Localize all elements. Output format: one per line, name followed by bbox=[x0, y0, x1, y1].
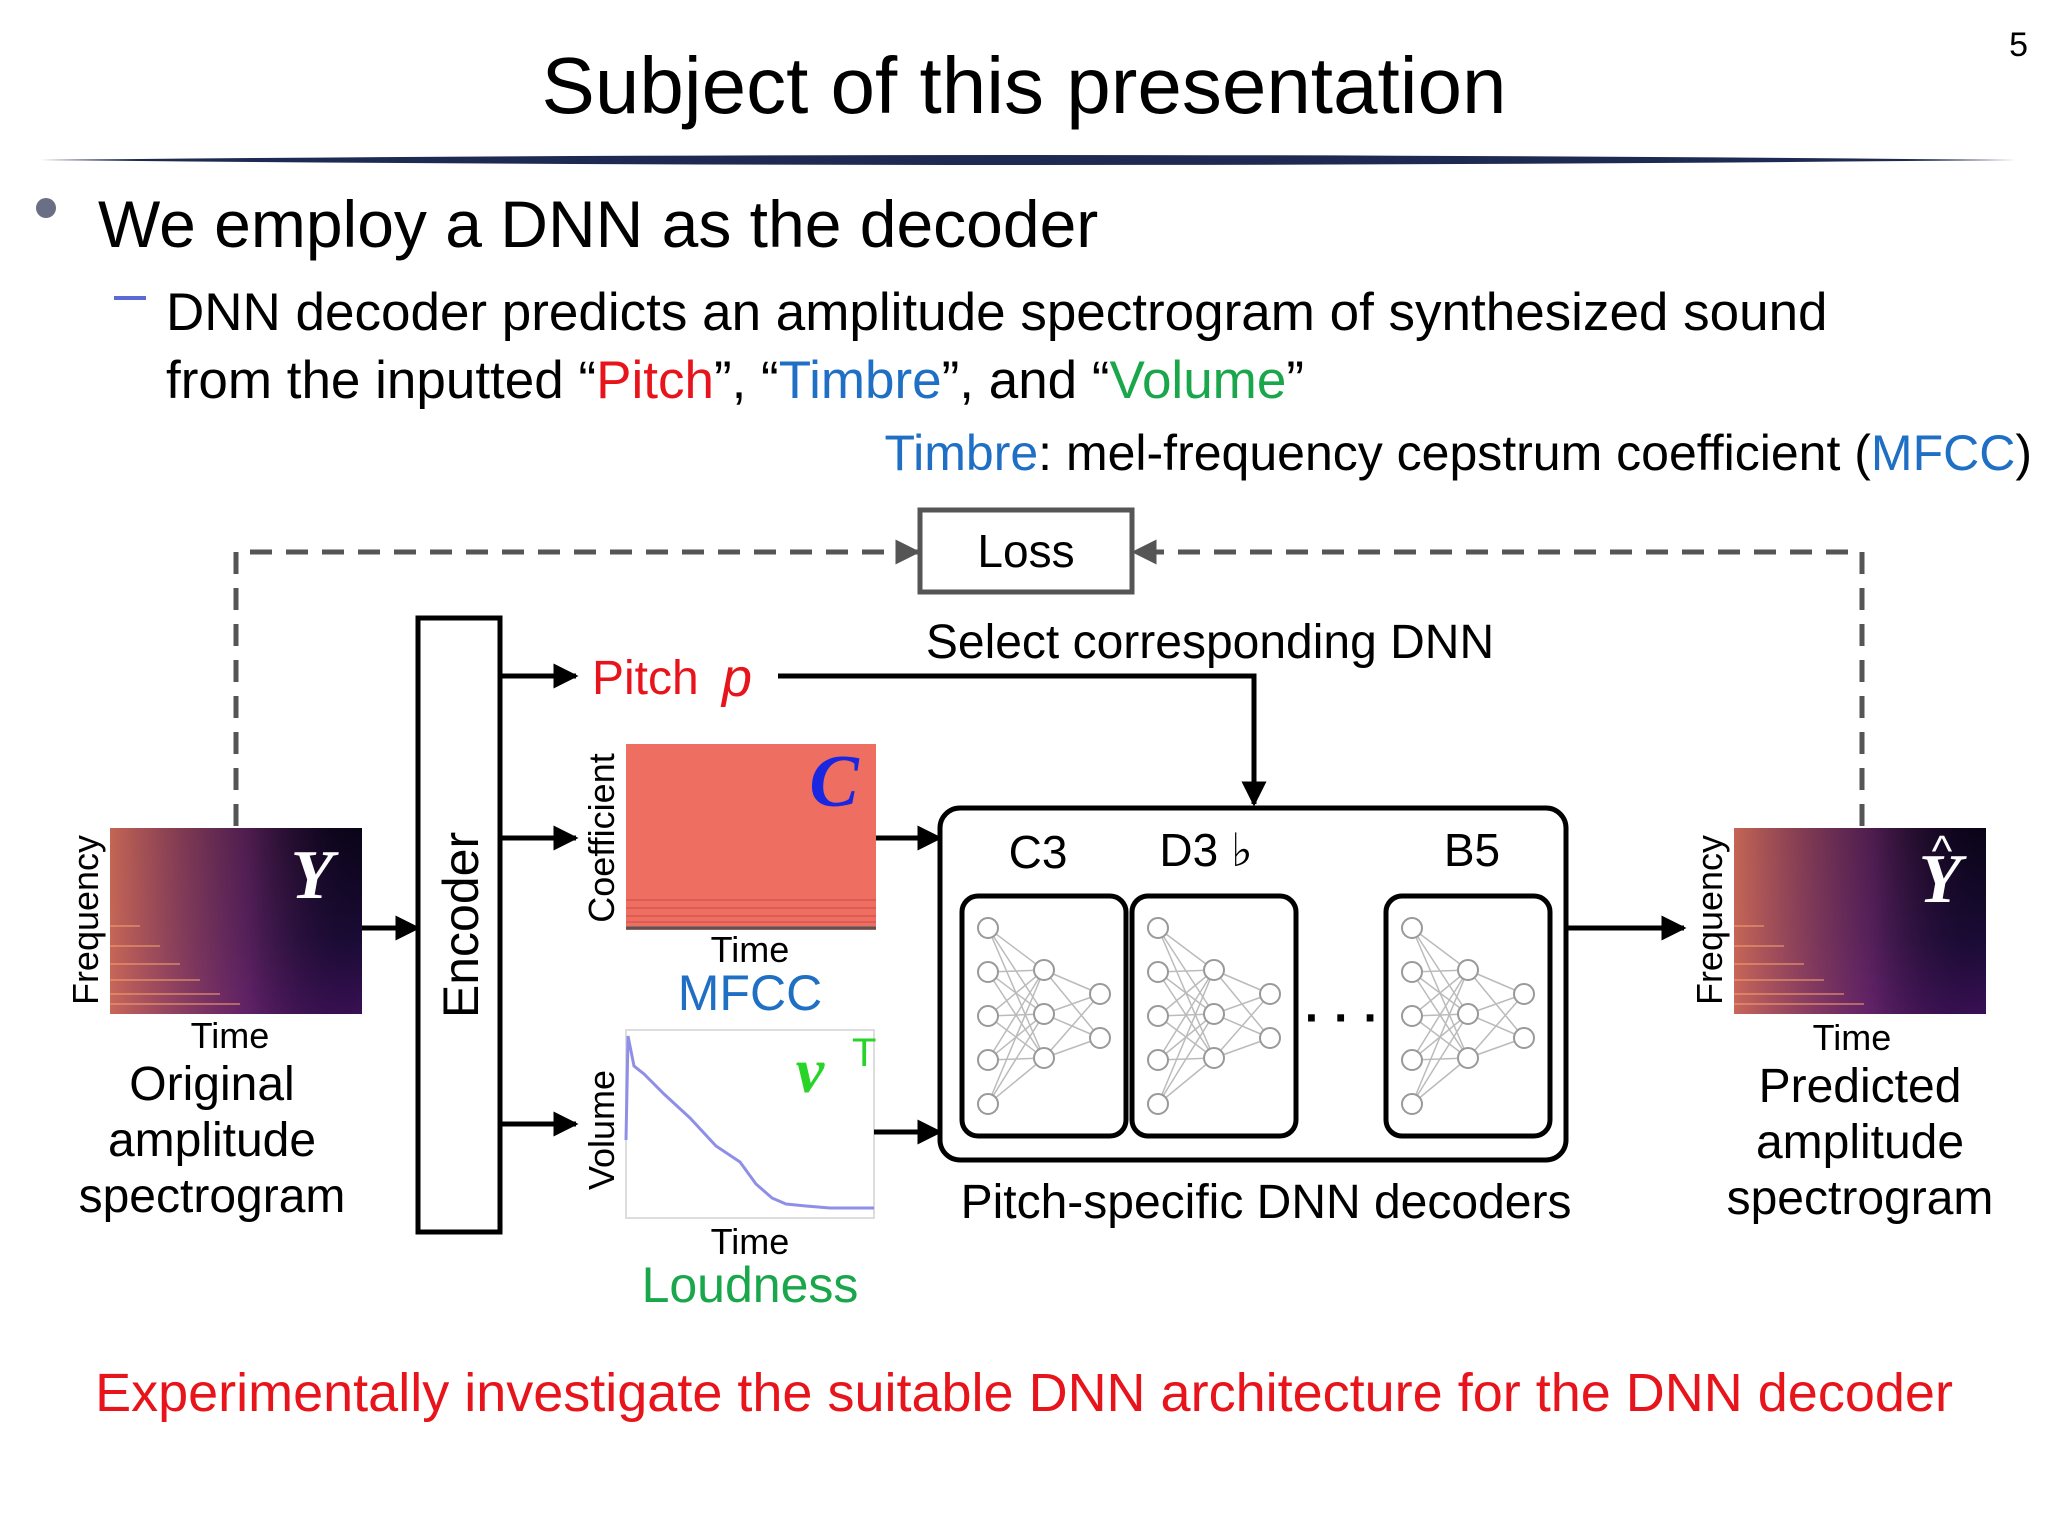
loudness-y-axis-label: Volume bbox=[581, 1070, 622, 1190]
neuron-node bbox=[977, 1093, 999, 1115]
decoder-label-D3-flat: D3 ♭ bbox=[1159, 824, 1252, 876]
neuron-node bbox=[1457, 1047, 1479, 1069]
neuron-node bbox=[1147, 1093, 1169, 1115]
neuron-node bbox=[1457, 959, 1479, 981]
neuron-node bbox=[1147, 1049, 1169, 1071]
bullet-dot bbox=[36, 198, 56, 218]
neuron-node bbox=[977, 961, 999, 983]
dnn-box-B5 bbox=[1383, 893, 1553, 1139]
bullet-text: We employ a DNN as the decoder bbox=[98, 187, 1099, 261]
loss-box bbox=[917, 507, 1135, 595]
neuron-node bbox=[1203, 1047, 1225, 1069]
neuron-node bbox=[1089, 983, 1111, 1005]
output-symbol-Y: Y bbox=[1919, 841, 1968, 918]
loss-label: Loss bbox=[977, 525, 1074, 577]
input-y-axis-label: Frequency bbox=[65, 835, 106, 1005]
neuron-node bbox=[1033, 1003, 1055, 1025]
mfcc-y-axis-label: Coefficient bbox=[581, 753, 622, 922]
neuron-node bbox=[1203, 1003, 1225, 1025]
neuron-node bbox=[977, 1005, 999, 1027]
neuron-node bbox=[1457, 1003, 1479, 1025]
neuron-node bbox=[1259, 983, 1281, 1005]
input-caption-line-2: amplitude bbox=[108, 1114, 316, 1167]
pitch-symbol-p: p bbox=[720, 648, 752, 708]
neuron-node bbox=[1089, 1027, 1111, 1049]
output-y-axis-label: Frequency bbox=[1689, 835, 1730, 1005]
volume-term: Volume bbox=[1109, 351, 1287, 410]
decoders-caption: Pitch-specific DNN decoders bbox=[961, 1176, 1572, 1229]
neuron-node bbox=[1513, 983, 1535, 1005]
neuron-node bbox=[1147, 917, 1169, 939]
encoder-box bbox=[415, 615, 503, 1235]
loudness-plot bbox=[624, 1029, 875, 1219]
decoder-label-B5: B5 bbox=[1444, 824, 1500, 876]
neuron-node bbox=[1033, 1047, 1055, 1069]
decoders-ellipsis: · · · bbox=[1305, 992, 1380, 1045]
loudness-superscript-T: T bbox=[852, 1031, 876, 1075]
output-spectrogram bbox=[1734, 828, 1986, 1014]
input-symbol-Y: Y bbox=[291, 837, 340, 914]
output-caption-line-2: amplitude bbox=[1756, 1116, 1964, 1169]
select-dnn-label: Select corresponding DNN bbox=[926, 616, 1494, 669]
input-spectrogram bbox=[110, 828, 362, 1014]
loudness-symbol-v: v bbox=[796, 1035, 825, 1106]
mfcc-symbol-C: C bbox=[809, 741, 860, 823]
neuron-node bbox=[1401, 1005, 1423, 1027]
output-x-axis-label: Time bbox=[1813, 1017, 1892, 1058]
output-caption-line-3: spectrogram bbox=[1727, 1172, 1994, 1225]
conclusion-text: Experimentally investigate the suitable … bbox=[95, 1363, 1953, 1423]
timbre-term: Timbre bbox=[778, 351, 942, 410]
sub-bullet-line-2: from the inputted “Pitch”, “Timbre”, and… bbox=[166, 351, 1304, 410]
neuron-node bbox=[1259, 1027, 1281, 1049]
output-symbol-hat: ^ bbox=[1932, 827, 1953, 876]
output-caption-line-1: Predicted bbox=[1759, 1060, 1962, 1113]
neuron-node bbox=[1401, 1049, 1423, 1071]
neuron-node bbox=[1513, 1027, 1535, 1049]
neuron-node bbox=[1401, 1093, 1423, 1115]
mfcc-x-axis-label: Time bbox=[711, 929, 790, 970]
pitch-term: Pitch bbox=[596, 351, 714, 410]
neuron-node bbox=[1401, 961, 1423, 983]
page-number: 5 bbox=[2009, 26, 2028, 64]
neuron-node bbox=[1147, 961, 1169, 983]
dnn-box-C3 bbox=[959, 893, 1129, 1139]
slide-title: Subject of this presentation bbox=[541, 41, 1507, 130]
neuron-node bbox=[977, 917, 999, 939]
input-caption-line-1: Original bbox=[129, 1058, 294, 1111]
arrow-pitch-to-decoders bbox=[778, 673, 1267, 807]
loudness-caption: Loudness bbox=[642, 1257, 859, 1313]
title-rule bbox=[40, 155, 2016, 165]
neuron-node bbox=[1033, 959, 1055, 981]
mfcc-image bbox=[626, 744, 876, 930]
input-x-axis-label: Time bbox=[191, 1015, 270, 1056]
sub-bullet-dash bbox=[114, 296, 146, 300]
neuron-node bbox=[1401, 917, 1423, 939]
decoder-label-C3: C3 bbox=[1009, 826, 1068, 878]
sub-bullet-line-1: DNN decoder predicts an amplitude spectr… bbox=[166, 283, 1828, 342]
neuron-node bbox=[977, 1049, 999, 1071]
neuron-node bbox=[1203, 959, 1225, 981]
dnn-box-D3-flat bbox=[1129, 893, 1299, 1139]
pitch-label: Pitch bbox=[592, 652, 699, 705]
encoder-label: Encoder bbox=[433, 832, 489, 1018]
loudness-x-axis-label: Time bbox=[711, 1221, 790, 1262]
loss-feedback-path bbox=[233, 539, 1865, 826]
neuron-node bbox=[1147, 1005, 1169, 1027]
timbre-definition: Timbre: mel-frequency cepstrum coefficie… bbox=[884, 425, 2032, 481]
mfcc-caption: MFCC bbox=[678, 965, 822, 1021]
input-caption-line-3: spectrogram bbox=[79, 1170, 346, 1223]
